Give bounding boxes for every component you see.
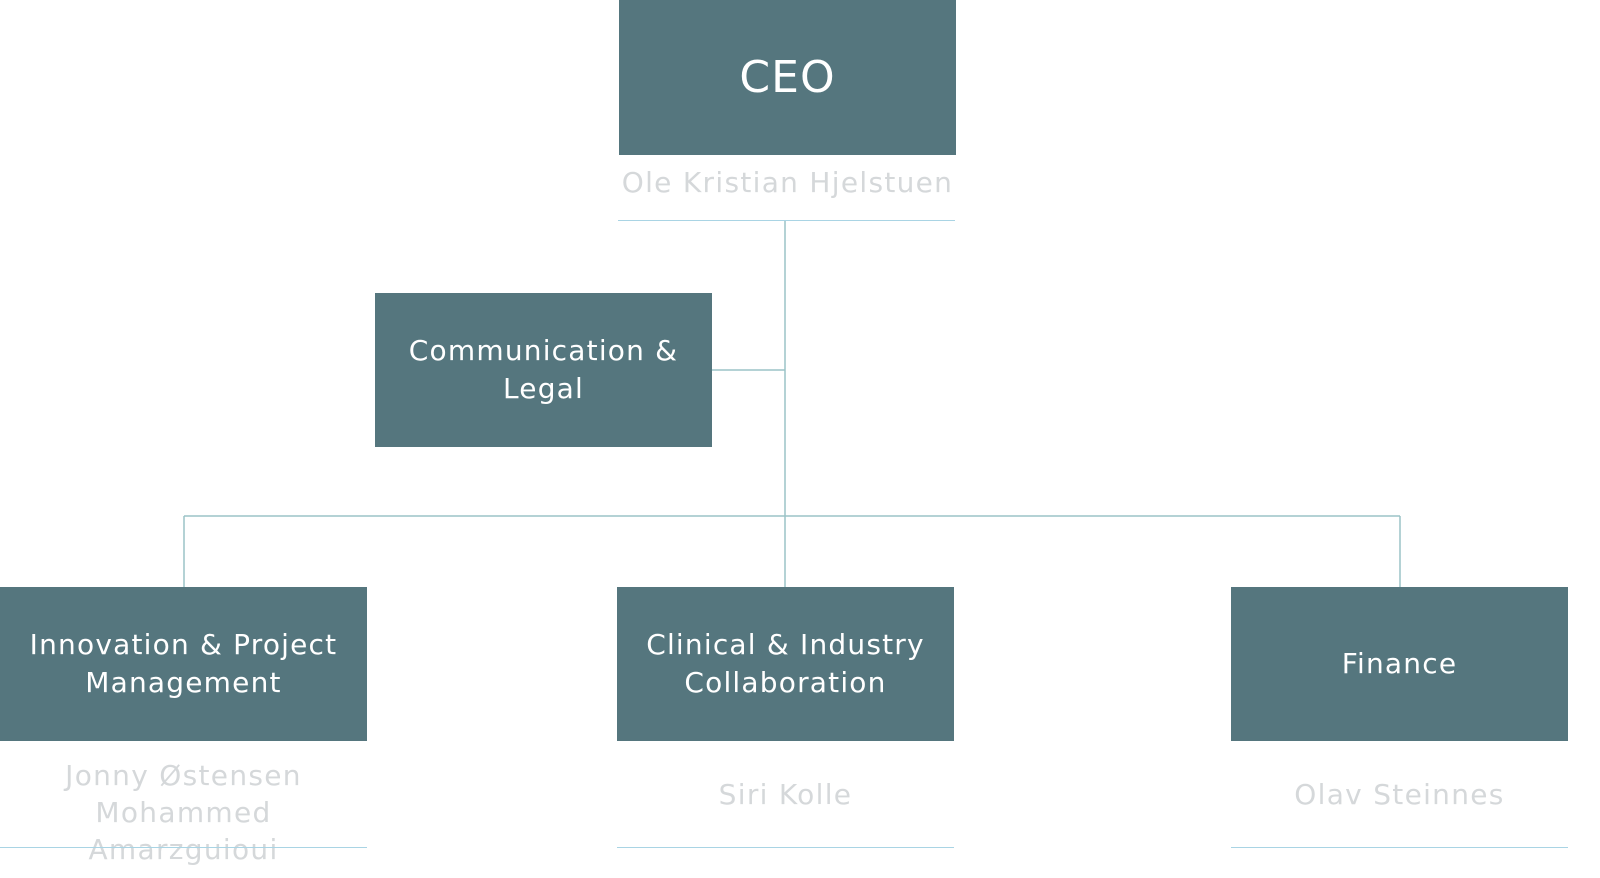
- clinical-title: Clinical & Industry Collaboration: [646, 628, 925, 699]
- finance-title: Finance: [1341, 647, 1458, 680]
- finance-underline: [1231, 847, 1568, 848]
- ceo-person-name: Ole Kristian Hjelstuen: [621, 166, 954, 199]
- finance-box: Finance: [1231, 587, 1568, 741]
- ceo-title: CEO: [739, 51, 836, 103]
- clinical-underline: [617, 847, 954, 848]
- finance-person-name: Olav Steinnes: [1294, 778, 1505, 811]
- innovation-person-names: Jonny Østensen Mohammed Amarzguioui: [65, 759, 302, 866]
- innovation-project-management-box: Innovation & Project Management: [0, 587, 367, 741]
- communication-legal-title: Communication & Legal: [408, 334, 679, 405]
- innovation-underline: [0, 847, 367, 848]
- innovation-title: Innovation & Project Management: [29, 628, 338, 699]
- ceo-underline: [618, 220, 955, 221]
- clinical-industry-collaboration-box: Clinical & Industry Collaboration: [617, 587, 954, 741]
- clinical-person-name: Siri Kolle: [718, 778, 853, 811]
- ceo-box: CEO: [619, 0, 956, 155]
- communication-legal-box: Communication & Legal: [375, 293, 712, 447]
